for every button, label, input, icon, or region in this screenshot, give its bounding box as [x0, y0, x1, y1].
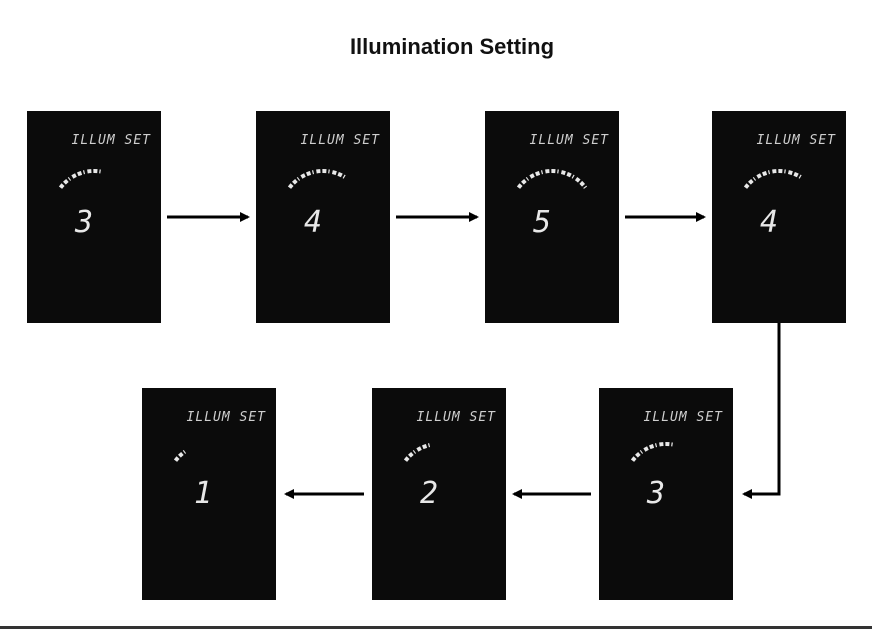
- gauge-segment: [416, 443, 431, 452]
- gauge-segment: [71, 170, 86, 179]
- panel-label: ILLUM SET: [643, 410, 723, 425]
- gauge-segment: [58, 176, 72, 189]
- gauge-arc-icon: [58, 168, 101, 189]
- gauge-segment: [300, 170, 315, 179]
- display-panel-3: ILLUM SET 5: [485, 111, 619, 323]
- gauge-segment: [529, 170, 544, 179]
- panel-label: ILLUM SET: [529, 133, 609, 148]
- gauge-segment: [545, 168, 559, 174]
- gauge-segment: [659, 441, 673, 447]
- gauge-segment: [403, 449, 417, 462]
- gauge-arc-icon: [403, 443, 431, 462]
- gauge-arc-icon: [287, 168, 346, 189]
- bottom-divider: [0, 626, 872, 629]
- gauge-segment: [574, 176, 588, 189]
- panel-value: 2: [420, 476, 439, 511]
- display-panel-5: ILLUM SET 3: [599, 388, 733, 600]
- gauge-segment: [287, 176, 301, 189]
- panel-label: ILLUM SET: [756, 133, 836, 148]
- gauge-segment: [772, 168, 786, 174]
- panel-label: ILLUM SET: [300, 133, 380, 148]
- panel-value: 3: [75, 205, 94, 240]
- gauge-segment: [743, 176, 757, 189]
- display-panel-6: ILLUM SET 2: [372, 388, 506, 600]
- gauge-segment: [630, 449, 644, 462]
- gauge-arc-icon: [743, 168, 802, 189]
- gauge-arc-icon: [630, 441, 673, 462]
- panel-value: 4: [760, 205, 779, 240]
- gauge-segment: [643, 443, 658, 452]
- gauge-arc-icon: [173, 449, 187, 462]
- gauge-arc-icon: [516, 168, 588, 189]
- panel-label: ILLUM SET: [416, 410, 496, 425]
- panel-value: 4: [304, 205, 323, 240]
- panel-label: ILLUM SET: [71, 133, 151, 148]
- display-panel-7: ILLUM SET 1: [142, 388, 276, 600]
- display-panel-1: ILLUM SET 3: [27, 111, 161, 323]
- panel-value: 5: [533, 205, 552, 240]
- gauge-segment: [516, 176, 530, 189]
- panel-value: 3: [647, 476, 666, 511]
- gauge-segment: [331, 170, 346, 179]
- arrow-down-left-icon: [742, 323, 781, 499]
- gauge-segment: [87, 168, 101, 174]
- gauge-segment: [173, 449, 187, 462]
- gauge-segment: [756, 170, 771, 179]
- panel-value: 1: [194, 476, 213, 511]
- diagram-title: Illumination Setting: [349, 34, 555, 59]
- display-panel-2: ILLUM SET 4: [256, 111, 390, 323]
- gauge-segment: [316, 168, 330, 174]
- panel-label: ILLUM SET: [186, 410, 266, 425]
- gauge-segment: [560, 170, 575, 179]
- gauge-segment: [787, 170, 802, 179]
- display-panel-4: ILLUM SET 4: [712, 111, 846, 323]
